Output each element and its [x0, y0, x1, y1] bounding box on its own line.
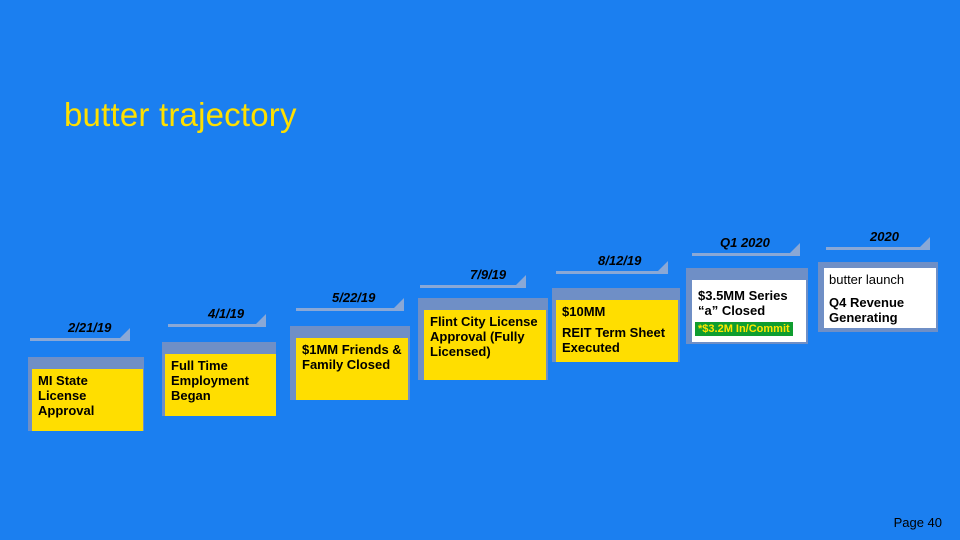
- milestone-card: Full Time Employment Began: [165, 354, 276, 416]
- milestone-date: 7/9/19: [470, 267, 507, 282]
- date-tick-icon: [920, 237, 930, 247]
- date-tick-icon: [658, 261, 668, 271]
- date-tick-icon: [256, 314, 266, 324]
- date-tick-icon: [120, 328, 130, 338]
- milestone-amount: $10MM: [562, 304, 606, 319]
- milestone-text: Q4 Revenue Generating: [829, 295, 905, 325]
- page-number: Page 40: [893, 515, 942, 530]
- milestone-date: 4/1/19: [208, 306, 245, 321]
- slide-title: butter trajectory: [64, 96, 297, 133]
- milestone-card: Flint City License Approval (Fully Licen…: [424, 310, 546, 380]
- milestone-date: 2020: [870, 229, 899, 244]
- date-underline: [30, 338, 130, 341]
- milestone-date: Q1 2020: [720, 235, 770, 250]
- milestone-date: 5/22/19: [332, 290, 376, 305]
- date-underline: [556, 271, 668, 274]
- milestone-heading: butter launch: [829, 272, 905, 287]
- date-underline: [692, 253, 800, 256]
- milestone-card: $1MM Friends & Family Closed: [296, 338, 408, 400]
- date-underline: [168, 324, 266, 327]
- date-underline: [826, 247, 930, 250]
- date-tick-icon: [790, 243, 800, 253]
- milestone-card: MI State License Approval: [32, 369, 143, 431]
- date-underline: [296, 308, 404, 311]
- date-tick-icon: [516, 275, 526, 285]
- milestone-text: REIT Term Sheet Executed: [562, 325, 666, 355]
- milestone-card: $10MM REIT Term Sheet Executed: [556, 300, 678, 362]
- commitment-badge: *$3.2M In/Commit: [695, 322, 793, 336]
- milestone-date: 8/12/19: [598, 253, 642, 268]
- date-underline: [420, 285, 526, 288]
- date-tick-icon: [394, 298, 404, 308]
- milestone-date: 2/21/19: [68, 320, 112, 335]
- milestone-card: butter launch Q4 Revenue Generating: [824, 268, 936, 328]
